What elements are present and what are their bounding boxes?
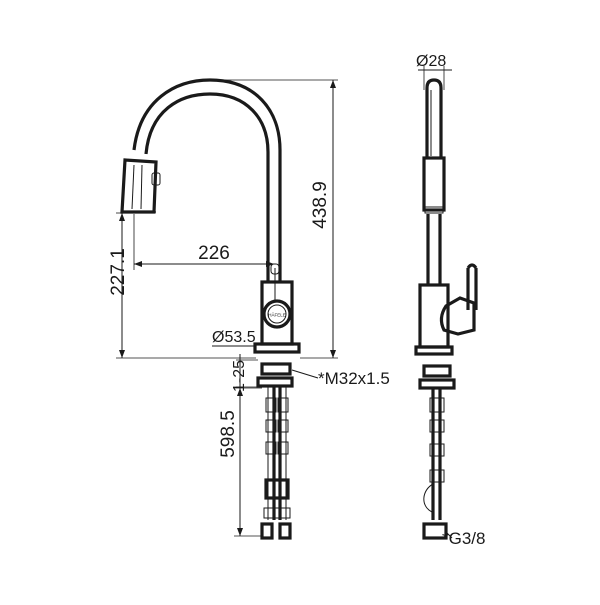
deck-thickness-label: 1-25 xyxy=(231,360,248,392)
dimension-spout-diameter: Ø28 xyxy=(416,53,452,90)
dimension-hose-length: 598.5 xyxy=(218,387,262,537)
dimension-outlet-height: 227.1 xyxy=(108,212,256,359)
brand-mark: HÄFELE xyxy=(268,312,286,318)
spout-height-label: 438.9 xyxy=(310,181,331,229)
outlet-height-label: 227.1 xyxy=(108,248,129,296)
front-view: HÄFELE 4 xyxy=(108,78,390,540)
thread-callout: *M32x1.5 xyxy=(291,369,390,388)
side-view: Ø28 *G3/8 xyxy=(414,53,485,548)
mount-thread-label: *M32x1.5 xyxy=(318,369,390,388)
dimension-deck-thickness: 1-25 xyxy=(231,354,258,392)
spout-reach-label: 226 xyxy=(198,243,230,264)
spout-diameter-label: Ø28 xyxy=(416,53,446,70)
side-mounting-hardware xyxy=(418,364,456,540)
hose-length-label: 598.5 xyxy=(218,410,239,458)
gooseneck-spout xyxy=(132,78,282,282)
dimension-spout-reach: 226 xyxy=(133,214,274,270)
hose-connection-label: *G3/8 xyxy=(442,529,485,548)
hose-connection-callout: *G3/8 xyxy=(442,529,485,548)
spray-head xyxy=(120,158,161,214)
side-spout-column xyxy=(422,78,446,285)
faucet-body: HÄFELE xyxy=(253,263,301,354)
dimension-spout-height: 438.9 xyxy=(212,79,338,359)
base-diameter-label: Ø53.5 xyxy=(212,329,256,346)
mounting-hardware xyxy=(256,362,294,540)
dimension-base-diameter: Ø53.5 xyxy=(212,329,256,347)
side-faucet-body xyxy=(414,263,478,356)
